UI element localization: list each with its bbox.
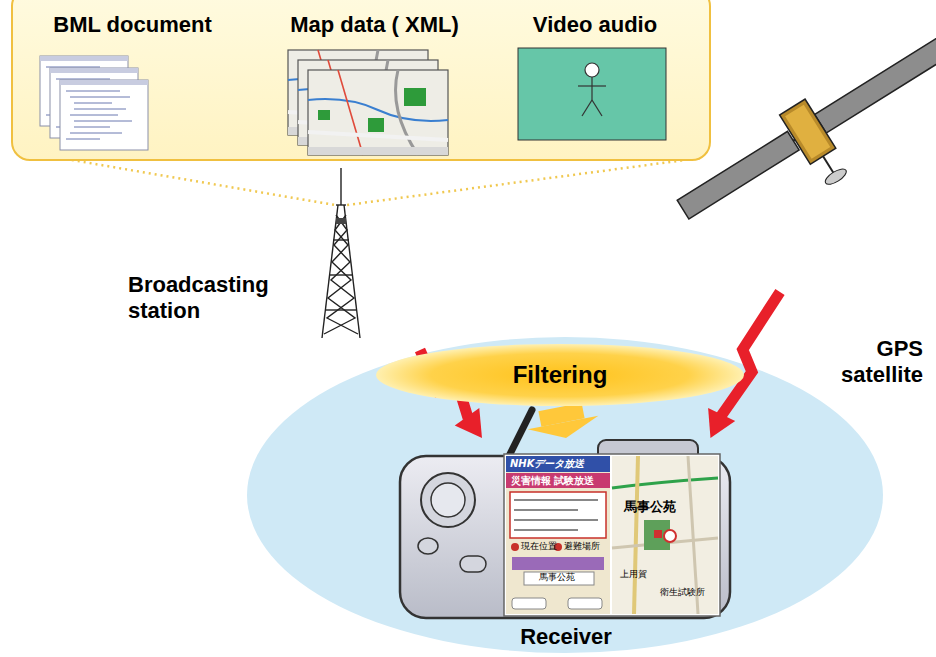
node-heading: GPS satellite xyxy=(805,336,923,388)
node-heading: Receiver xyxy=(398,624,734,650)
gps-satellite: GPS satellite xyxy=(780,40,930,400)
band-label: Filtering xyxy=(375,362,745,388)
screen-menu-item: 現在位置 xyxy=(521,542,557,552)
map-place-name: 上用賀 xyxy=(620,570,647,580)
map-place-name: 衛生試験所 xyxy=(660,588,705,598)
content-item: Video audio xyxy=(490,6,700,156)
content-item: Map data ( XML) xyxy=(262,6,487,156)
screen-subtitle: 災害情報 試験放送 xyxy=(511,475,594,486)
screen-title: NHKデータ放送 xyxy=(510,458,585,469)
node-heading: Broadcasting station xyxy=(128,272,293,324)
filtering-band: Filtering xyxy=(375,343,745,407)
node-heading: Video audio xyxy=(490,12,700,38)
filter-arrow xyxy=(528,403,599,438)
receiver-device: ReceiverNHKデータ放送災害情報 試験放送現在位置避難場所馬事公苑馬事公… xyxy=(398,438,734,654)
screen-button: 馬事公苑 xyxy=(539,573,575,583)
node-heading: Map data ( XML) xyxy=(262,12,487,38)
screen-menu-item: 避難場所 xyxy=(564,542,600,552)
node-heading: BML document xyxy=(25,12,240,38)
broadcast-station: Broadcasting station xyxy=(120,180,420,350)
content-item: BML document xyxy=(25,6,240,156)
map-place-name: 馬事公苑 xyxy=(624,500,676,514)
